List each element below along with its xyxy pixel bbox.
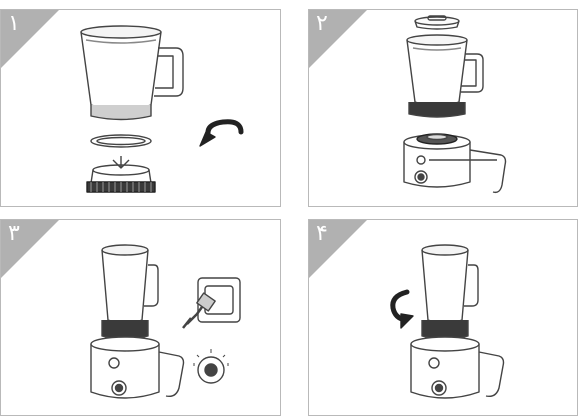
step-2-panel: ۲ bbox=[308, 9, 578, 207]
step-1-panel: ۱ bbox=[0, 9, 281, 207]
motor-base-icon bbox=[404, 134, 506, 192]
blender-assembled-icon bbox=[91, 245, 184, 398]
step-number: ۳ bbox=[8, 223, 20, 245]
rotate-arrow-icon bbox=[200, 122, 241, 146]
step-4-panel: ۴ bbox=[308, 219, 578, 416]
step-number: ۴ bbox=[316, 223, 328, 245]
blade-base-icon bbox=[87, 156, 155, 192]
step-number: ۲ bbox=[316, 13, 328, 35]
step-number: ۱ bbox=[8, 13, 20, 35]
gasket-ring-icon bbox=[91, 135, 151, 147]
lid-icon bbox=[415, 16, 459, 29]
blender-assembled-icon bbox=[411, 245, 504, 398]
speed-dial-icon bbox=[194, 349, 228, 383]
power-plug-icon bbox=[183, 278, 240, 328]
blender-jar-icon bbox=[81, 26, 183, 120]
step-3-panel: ۳ bbox=[0, 219, 281, 416]
blender-jar-icon bbox=[407, 35, 483, 117]
rotate-arrow-icon bbox=[393, 292, 413, 328]
